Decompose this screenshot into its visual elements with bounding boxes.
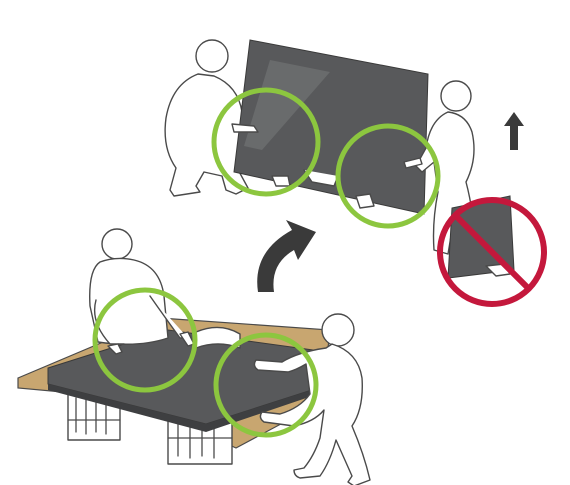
prohibited-scene [440,196,544,304]
carry-scene [165,40,476,254]
person-back-left [90,229,188,344]
hand-6 [356,194,374,208]
curved-arrow-icon [257,220,316,292]
box-scene [18,229,370,485]
hand-4 [272,176,290,186]
up-arrow-icon [504,112,524,150]
